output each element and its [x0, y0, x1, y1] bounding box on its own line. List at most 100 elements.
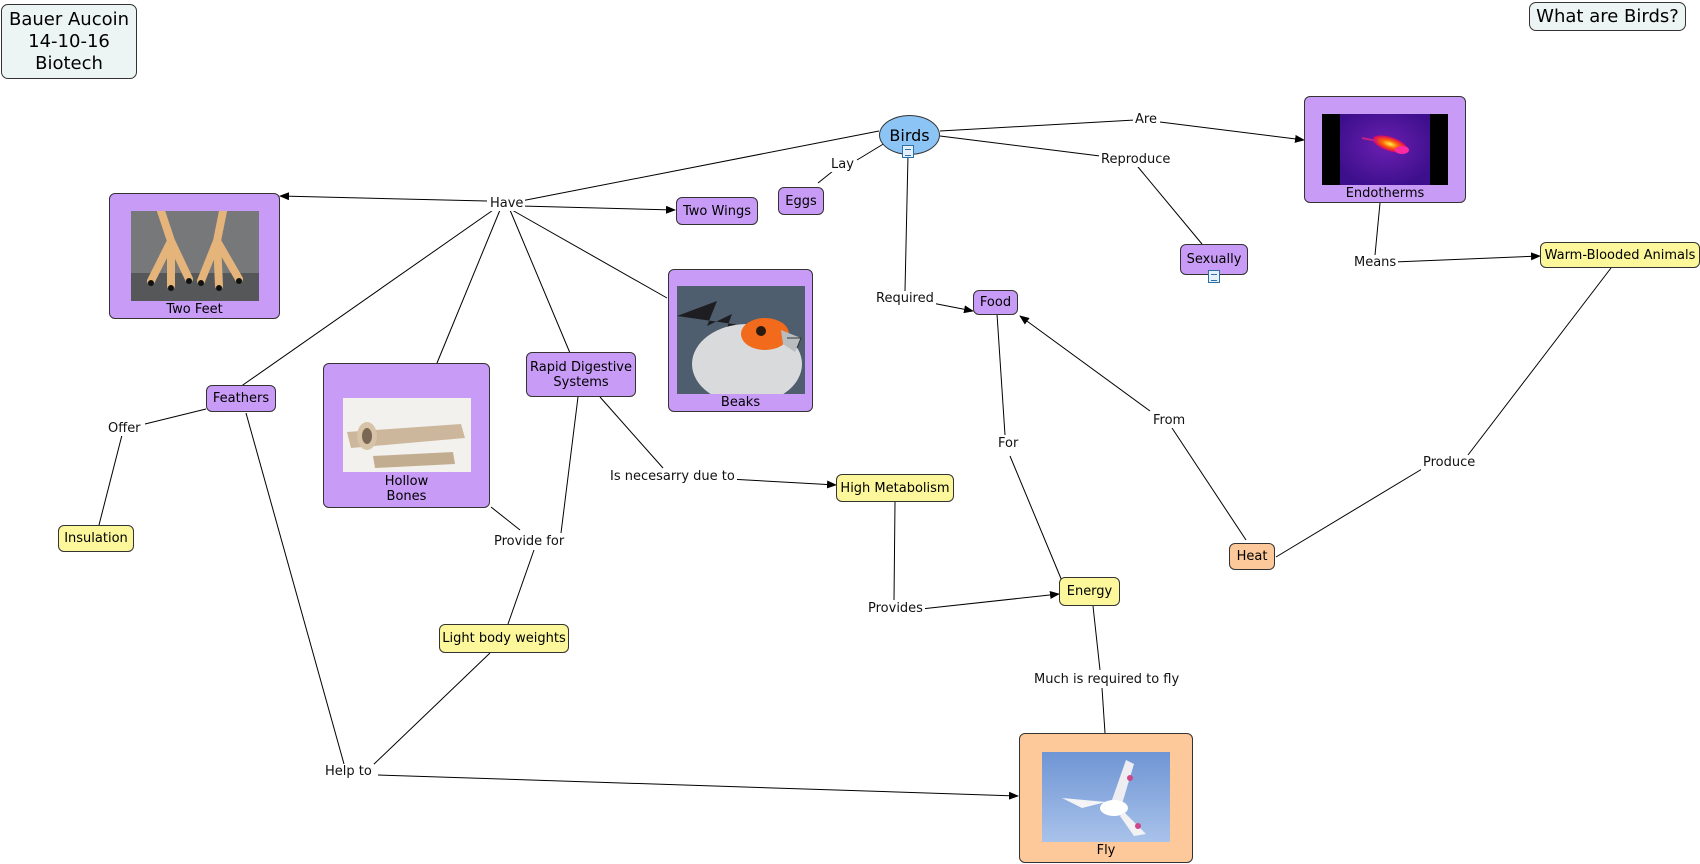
concept-energy[interactable]: Energy: [1059, 577, 1120, 606]
line-rapid-providefor: [560, 396, 579, 534]
concept-rapid-digestive-label-1: Rapid Digestive: [529, 359, 632, 375]
link-label-provides: Provides: [866, 601, 925, 616]
concept-two-wings-label: Two Wings: [683, 203, 751, 219]
concept-eggs-label: Eggs: [785, 193, 817, 209]
link-label-is-necessary: Is necesarry due to: [608, 469, 737, 484]
link-label-have: Have: [488, 196, 526, 211]
concept-two-feet[interactable]: Two Feet: [109, 193, 280, 319]
line-have-feathers: [239, 207, 497, 388]
line-have-beaks: [511, 209, 668, 299]
concept-hollow-bones-label-2: Bones: [386, 489, 427, 504]
secretary-bird-photo: [676, 286, 805, 394]
concept-fly-label: Fly: [1096, 843, 1116, 858]
line-reproduce-sexually: [1137, 166, 1203, 245]
concept-energy-label: Energy: [1066, 584, 1113, 599]
white-dove-photo: [1042, 752, 1170, 842]
secretary-bird-graphic: [676, 286, 805, 394]
concept-beaks[interactable]: Beaks: [668, 269, 813, 412]
line-have-hollow: [436, 209, 501, 364]
line-hollow-providefor: [490, 506, 521, 531]
concept-feathers[interactable]: Feathers: [206, 385, 276, 412]
white-dove-graphic: [1042, 752, 1170, 842]
hollow-bone-photo: [342, 398, 471, 472]
link-label-offer: Offer: [106, 421, 143, 436]
concept-feathers-label: Feathers: [212, 391, 270, 406]
line-produce-heat: [1275, 468, 1423, 558]
focus-question-box: What are Birds?: [1529, 2, 1686, 31]
concept-eggs[interactable]: Eggs: [778, 187, 824, 215]
line-providefor-light: [507, 549, 535, 625]
concept-hollow-bones-label-1: Hollow: [384, 474, 429, 489]
line-feathers-offer: [144, 408, 207, 425]
author-class: Biotech: [35, 52, 103, 74]
line-are-endotherms: [1159, 121, 1305, 143]
line-offer-insulation: [98, 434, 123, 526]
link-label-required: Required: [874, 291, 936, 306]
concept-light-body-weights-label: Light body weights: [442, 631, 566, 646]
concept-endotherms-label: Endotherms: [1345, 186, 1425, 201]
birds-document-icon[interactable]: [902, 145, 914, 158]
line-necessary-metabolism: [728, 478, 837, 489]
line-rapid-necessary: [599, 396, 664, 469]
line-food-for: [996, 313, 1006, 436]
concept-sexually[interactable]: Sexually: [1180, 244, 1248, 275]
concept-warm-blooded-label: Warm-Blooded Animals: [1544, 247, 1696, 263]
line-have-twowings: [520, 205, 676, 214]
line-helpto-fly: [377, 774, 1019, 800]
concept-sexually-label: Sexually: [1186, 252, 1242, 267]
concept-two-wings[interactable]: Two Wings: [676, 197, 758, 225]
line-for-energy: [1009, 455, 1063, 582]
line-heat-from: [1171, 427, 1247, 541]
link-label-reproduce: Reproduce: [1099, 152, 1173, 167]
concept-heat-label: Heat: [1236, 549, 1268, 564]
concept-heat[interactable]: Heat: [1229, 543, 1275, 570]
link-label-from: From: [1151, 413, 1188, 428]
link-label-produce: Produce: [1421, 455, 1478, 470]
focus-question: What are Birds?: [1536, 6, 1679, 27]
concept-rapid-digestive-label-2: Systems: [553, 374, 609, 390]
concept-warm-blooded[interactable]: Warm-Blooded Animals: [1540, 242, 1700, 268]
link-label-lay: Lay: [829, 157, 856, 172]
link-label-help-to: Help to: [323, 764, 374, 779]
concept-birds-label: Birds: [889, 125, 930, 145]
concept-high-metabolism-label: High Metabolism: [840, 480, 950, 496]
author-date: 14-10-16: [28, 30, 110, 52]
concept-food[interactable]: Food: [973, 290, 1018, 315]
concept-insulation[interactable]: Insulation: [58, 525, 134, 552]
line-lay-eggs: [817, 170, 834, 184]
link-label-means: Means: [1352, 255, 1399, 270]
line-provides-energy: [920, 590, 1060, 610]
concept-fly[interactable]: Fly: [1019, 733, 1193, 863]
line-warm-produce: [1467, 267, 1612, 456]
bird-feet-photo: [130, 211, 259, 301]
hollow-bone-graphic: [342, 398, 471, 472]
line-birds-reproduce: [939, 135, 1101, 157]
concept-rapid-digestive[interactable]: Rapid Digestive Systems: [526, 352, 636, 397]
thermal-image-graphic: [1340, 114, 1430, 185]
concept-endotherms[interactable]: Endotherms: [1304, 96, 1466, 203]
line-birds-are: [939, 119, 1136, 132]
author-name: Bauer Aucoin: [8, 8, 130, 30]
line-energy-much: [1092, 605, 1101, 671]
concept-hollow-bones[interactable]: Hollow Bones: [323, 363, 490, 508]
sexually-document-icon[interactable]: [1208, 270, 1220, 283]
line-light-helpto: [371, 652, 491, 767]
line-birds-required: [904, 154, 909, 292]
line-endotherms-means: [1374, 202, 1381, 256]
concept-two-feet-label: Two Feet: [166, 302, 223, 317]
link-label-provide-for: Provide for: [492, 534, 567, 549]
line-much-fly: [1101, 687, 1106, 734]
concept-high-metabolism[interactable]: High Metabolism: [836, 474, 954, 502]
line-birds-lay: [856, 142, 886, 161]
concept-beaks-label: Beaks: [720, 395, 761, 410]
concept-light-body-weights[interactable]: Light body weights: [439, 624, 569, 653]
line-metabolism-provides: [893, 501, 896, 601]
concept-food-label: Food: [979, 295, 1012, 310]
author-box: Bauer Aucoin 14-10-16 Biotech: [1, 4, 137, 79]
line-means-warm: [1394, 252, 1541, 263]
link-label-for: For: [996, 436, 1021, 451]
bird-feet-graphic: [130, 211, 259, 301]
line-from-food: [1019, 315, 1151, 412]
